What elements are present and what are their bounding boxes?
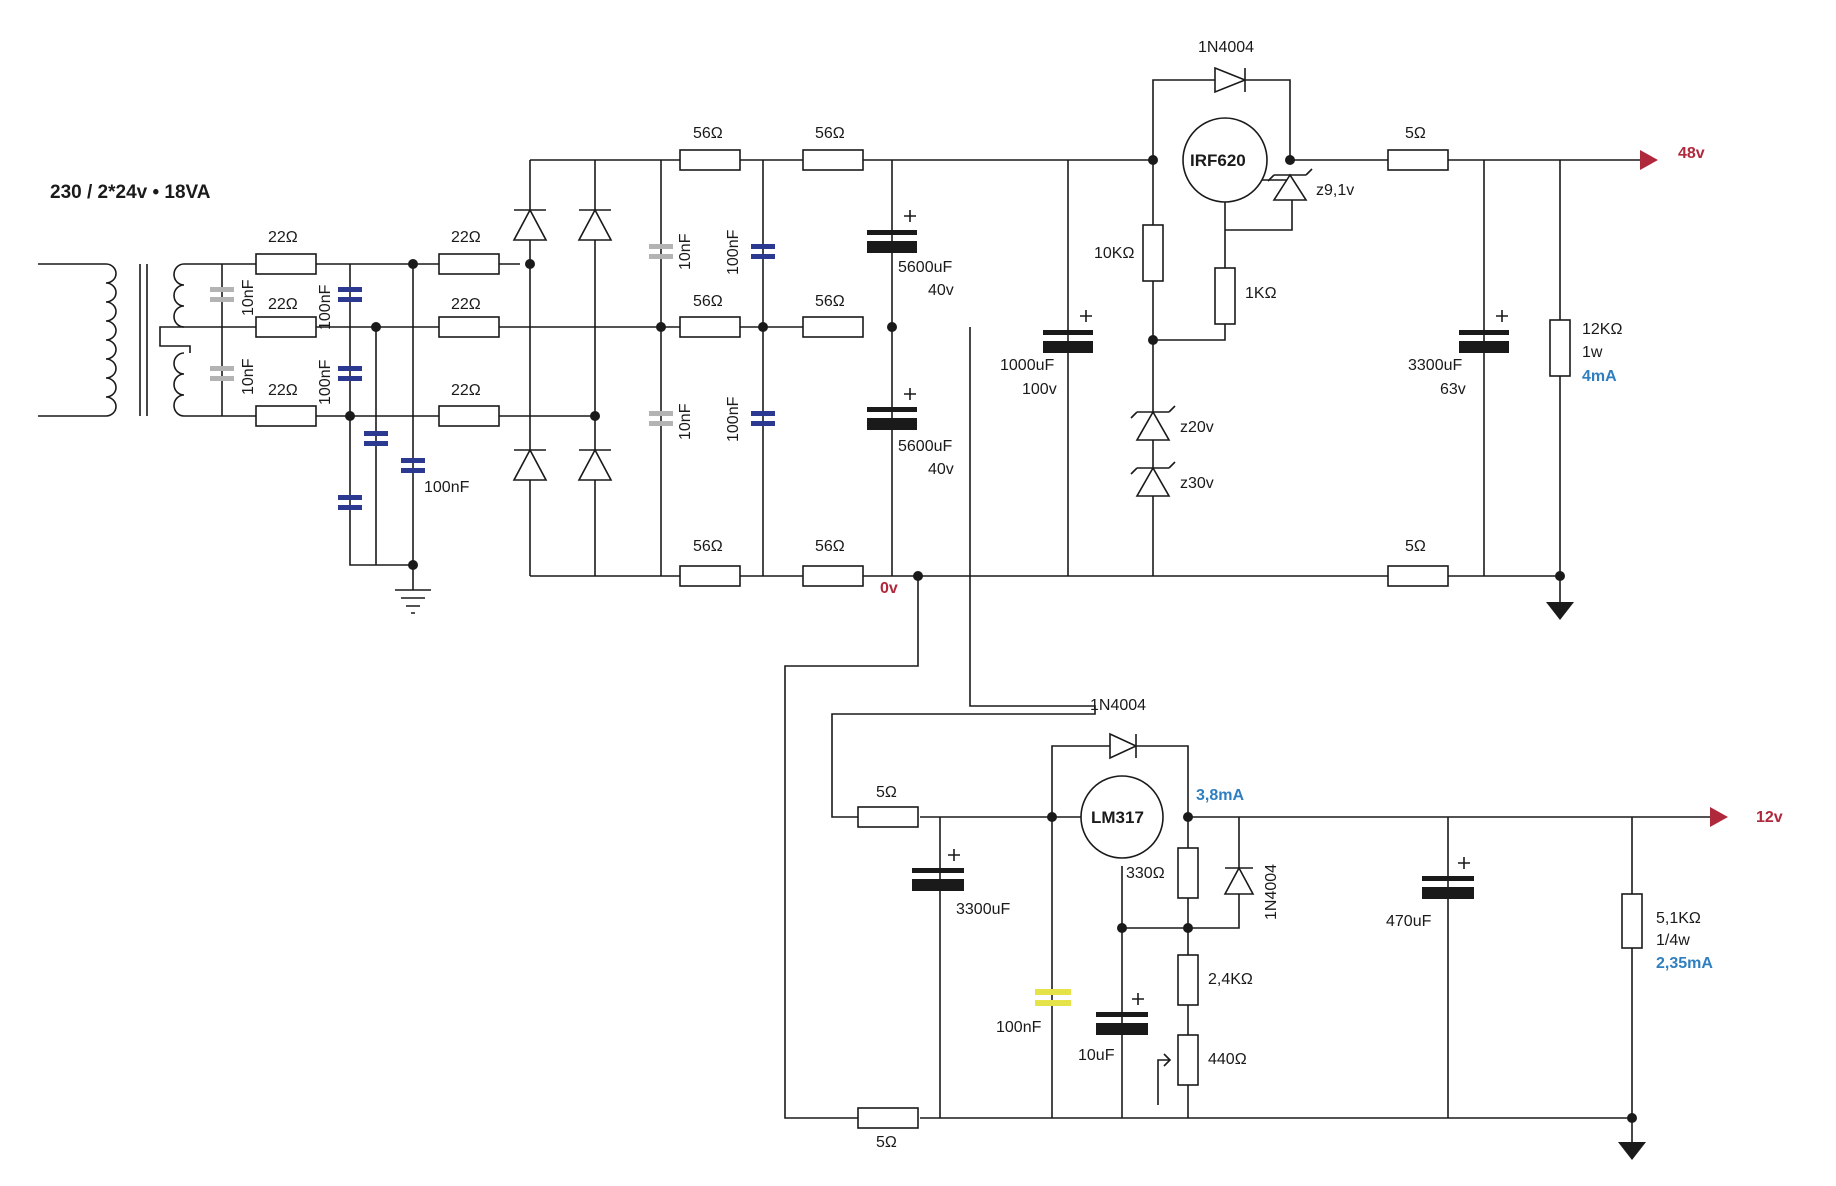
- cap-5600-voltage: 40v: [928, 282, 954, 299]
- input-stage: 22Ω 22Ω 22Ω 22Ω 22Ω 22Ω 10nF 10nF 100nF …: [184, 229, 840, 614]
- output-12v-label: 12v: [1756, 809, 1783, 826]
- cap-5600-value: 5600uF: [898, 438, 952, 455]
- resistor-12k-label: 12KΩ: [1582, 321, 1622, 338]
- resistor-22-label: 22Ω: [268, 229, 298, 246]
- resistor-5k1-power: 1/4w: [1656, 932, 1690, 949]
- cap-3300uf-value: 3300uF: [1408, 357, 1462, 374]
- cap-100nf-label: 100nF: [996, 1019, 1042, 1036]
- resistor-1k-label: 1KΩ: [1245, 285, 1277, 302]
- cap-3300uf-voltage: 63v: [1440, 381, 1466, 398]
- diode-1n4004-label: 1N4004: [1263, 864, 1280, 920]
- cap-1000uf-value: 1000uF: [1000, 357, 1054, 374]
- resistor-5-label: 5Ω: [876, 784, 897, 801]
- transformer: [38, 263, 191, 417]
- zener-9v1-label: z9,1v: [1316, 182, 1354, 199]
- resistor-5-label: 5Ω: [876, 1134, 897, 1151]
- resistor-22-label: 22Ω: [268, 296, 298, 313]
- resistor-22-label: 22Ω: [451, 229, 481, 246]
- cap-100nf-label: 100nF: [725, 396, 742, 442]
- resistor-22-label: 22Ω: [268, 382, 298, 399]
- transformer-rating-title: 230 / 2*24v • 18VA: [50, 182, 211, 203]
- output-48v-label: 48v: [1678, 145, 1705, 162]
- cap-100nf-label: 100nF: [317, 359, 334, 405]
- cap-10nf-label: 10nF: [677, 233, 694, 270]
- cap-1000uf-voltage: 100v: [1022, 381, 1057, 398]
- cap-100nf-label: 100nF: [424, 479, 470, 496]
- resistor-56-label: 56Ω: [693, 293, 723, 310]
- cap-10uf-label: 10uF: [1078, 1047, 1115, 1064]
- resistor-12k-current: 4mA: [1582, 368, 1617, 385]
- lv-regulator: 1N4004 LM317 3,8mA 5Ω 5Ω 3300uF 100nF 33…: [784, 576, 1783, 1160]
- cap-470uf-label: 470uF: [1386, 913, 1432, 930]
- regulator-current-label: 3,8mA: [1196, 787, 1244, 804]
- resistor-5k1-current: 2,35mA: [1656, 955, 1713, 972]
- resistor-56-label: 56Ω: [693, 538, 723, 555]
- hv-regulator: 1N4004 IRF620 z9,1v 10KΩ 1KΩ 1000uF 100v…: [970, 39, 1705, 620]
- bridge-rectifier: [512, 159, 970, 577]
- cap-100nf-label: 100nF: [725, 229, 742, 275]
- cap-10nf-label: 10nF: [677, 403, 694, 440]
- resistor-56-label: 56Ω: [815, 293, 845, 310]
- filter-stage: 56Ω 56Ω 56Ω 56Ω 56Ω 56Ω 10nF 10nF 100nF …: [649, 125, 1380, 715]
- resistor-5k1-label: 5,1KΩ: [1656, 910, 1701, 927]
- resistor-22-label: 22Ω: [451, 382, 481, 399]
- resistor-5-label: 5Ω: [1405, 125, 1426, 142]
- regulator-lm317-label: LM317: [1091, 808, 1144, 827]
- resistor-56-label: 56Ω: [815, 538, 845, 555]
- zero-volt-label: 0v: [880, 580, 898, 597]
- resistor-5-label: 5Ω: [1405, 538, 1426, 555]
- zener-30v-label: z30v: [1180, 475, 1214, 492]
- cap-10nf-label: 10nF: [240, 279, 257, 316]
- zener-20v-label: z20v: [1180, 419, 1214, 436]
- cap-100nf-label: 100nF: [317, 284, 334, 330]
- resistor-12k-power: 1w: [1582, 344, 1603, 361]
- mosfet-irf620-label: IRF620: [1190, 151, 1246, 170]
- resistor-22-label: 22Ω: [451, 296, 481, 313]
- pot-440-label: 440Ω: [1208, 1051, 1247, 1068]
- cap-5600-value: 5600uF: [898, 259, 952, 276]
- resistor-56-label: 56Ω: [693, 125, 723, 142]
- diode-1n4004-label: 1N4004: [1090, 697, 1146, 714]
- cap-5600-voltage: 40v: [928, 461, 954, 478]
- resistor-330-label: 330Ω: [1126, 865, 1165, 882]
- diode-1n4004-label: 1N4004: [1198, 39, 1254, 56]
- cap-10nf-label: 10nF: [240, 358, 257, 395]
- resistor-2k4-label: 2,4KΩ: [1208, 971, 1253, 988]
- cap-3300uf-label: 3300uF: [956, 901, 1010, 918]
- resistor-10k-label: 10KΩ: [1094, 245, 1134, 262]
- resistor-56-label: 56Ω: [815, 125, 845, 142]
